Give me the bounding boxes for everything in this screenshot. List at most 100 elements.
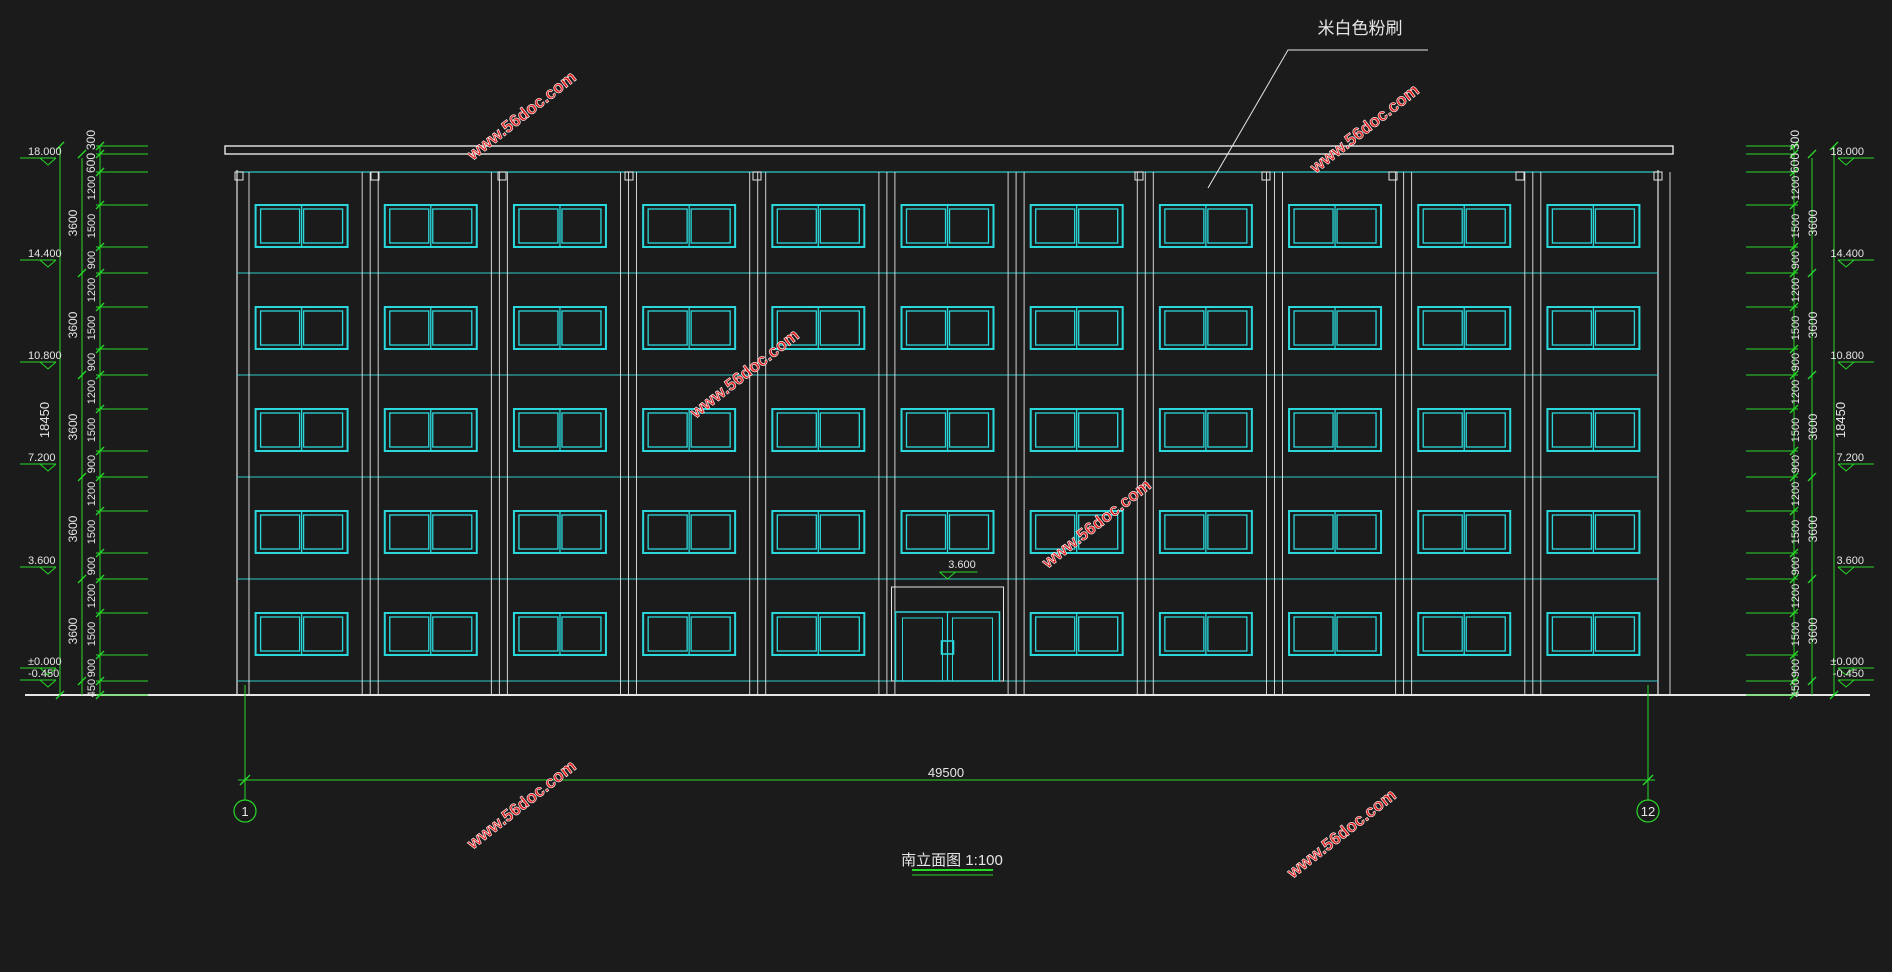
floor-height-label: 3600 — [1806, 617, 1820, 644]
dimension-tick — [95, 149, 105, 159]
roof-parapet — [224, 145, 1674, 155]
detail-dim-label: 900 — [86, 251, 98, 269]
detail-dim-label: 900 — [86, 353, 98, 371]
detail-dim-label: 1200 — [86, 584, 98, 608]
level-label: 18.000 — [1830, 146, 1864, 158]
detail-dim-label: 1200 — [1790, 482, 1802, 506]
window-sash — [302, 616, 344, 652]
window-grid — [254, 204, 1641, 656]
detail-dim-label: 1500 — [86, 520, 98, 544]
window-sash — [647, 616, 688, 652]
door-leaf — [902, 617, 943, 682]
detail-dim-label: 1500 — [1790, 214, 1802, 238]
axis-bubble-end-label: 12 — [1641, 804, 1655, 819]
floor-height-label: 3600 — [1806, 515, 1820, 542]
floor-height-label: 3600 — [1806, 413, 1820, 440]
level-triangle — [939, 571, 956, 580]
right-dimension-chain: 18.00014.40010.8007.2003.600±0.000-0.450… — [1746, 130, 1874, 700]
window — [383, 510, 478, 554]
drawing-title-label: 南立面图 1:100 — [901, 852, 1003, 869]
detail-dim-label: 900 — [1790, 455, 1802, 473]
detail-dim-label: 600 — [84, 153, 98, 173]
material-note-label: 米白色粉刷 — [1318, 19, 1403, 38]
window-sash — [1594, 412, 1636, 448]
detail-dim-label: 1500 — [86, 418, 98, 442]
window-sash — [1465, 616, 1506, 652]
detail-dim-label: 450 — [86, 679, 98, 697]
window — [900, 306, 995, 350]
dimension-tick — [1789, 167, 1799, 177]
window — [254, 612, 349, 656]
dimension-tick — [1789, 404, 1799, 414]
detail-dim-label: 900 — [86, 557, 98, 575]
window — [254, 408, 349, 452]
building-facade — [25, 145, 1870, 696]
detail-dim-label: 1500 — [86, 622, 98, 646]
window-sash — [1465, 310, 1506, 346]
window — [642, 510, 737, 554]
window-sash — [1035, 310, 1076, 346]
window-sash — [259, 208, 301, 244]
level-label: ±0.000 — [28, 656, 62, 668]
window-sash — [776, 412, 817, 448]
level-triangle — [1837, 679, 1855, 688]
floor-height-label: 3600 — [1806, 209, 1820, 236]
window — [1288, 408, 1383, 452]
window — [1288, 510, 1383, 554]
material-note: 米白色粉刷 — [1207, 19, 1428, 189]
window — [1158, 408, 1253, 452]
drawing-title: 南立面图 1:100 — [901, 852, 1003, 876]
watermark-text: www.56doc.com — [1306, 80, 1423, 177]
level-triangle — [39, 463, 57, 472]
window-sash — [432, 412, 473, 448]
window-sash — [776, 310, 817, 346]
window-sash — [389, 616, 430, 652]
window-sash — [1207, 208, 1248, 244]
window-sash — [1035, 208, 1076, 244]
rainwater-head — [370, 171, 380, 181]
detail-dim-label: 600 — [1788, 153, 1802, 173]
window — [512, 306, 607, 350]
level-triangle — [1837, 566, 1855, 575]
window — [771, 408, 866, 452]
dimension-tick — [1789, 506, 1799, 516]
window-sash — [776, 616, 817, 652]
dimension-tick — [1789, 472, 1799, 482]
watermark-text: www.56doc.com — [686, 325, 803, 422]
floor-height-label: 3600 — [66, 413, 80, 440]
window-sash — [259, 310, 301, 346]
window-sash — [647, 412, 688, 448]
window — [642, 306, 737, 350]
dimension-tick — [1789, 676, 1799, 686]
window-sash — [302, 514, 344, 550]
window — [771, 306, 866, 350]
watermark-text: www.56doc.com — [463, 756, 580, 853]
detail-dim-label: 1200 — [1790, 278, 1802, 302]
window — [254, 510, 349, 554]
window-sash — [948, 310, 990, 346]
window-sash — [1293, 310, 1334, 346]
detail-dim-label: 1200 — [86, 482, 98, 506]
dimension-tick — [1789, 141, 1799, 151]
level-triangle — [39, 679, 57, 688]
window-sash — [1422, 616, 1463, 652]
window-sash — [1035, 616, 1076, 652]
window-sash — [1465, 514, 1506, 550]
window-sash — [690, 208, 731, 244]
window-sash — [1207, 412, 1248, 448]
window — [1546, 510, 1641, 554]
window — [1546, 612, 1641, 656]
dimension-tick — [95, 268, 105, 278]
window-sash — [948, 514, 990, 550]
window-sash — [518, 514, 559, 550]
window — [900, 408, 995, 452]
floor-height-label: 3600 — [66, 311, 80, 338]
window — [1158, 204, 1253, 248]
window-sash — [1207, 616, 1248, 652]
window-sash — [1293, 514, 1334, 550]
window-sash — [1465, 412, 1506, 448]
rainwater-head — [752, 171, 762, 181]
axis-bubble-start-label: 1 — [241, 804, 248, 819]
window — [383, 612, 478, 656]
